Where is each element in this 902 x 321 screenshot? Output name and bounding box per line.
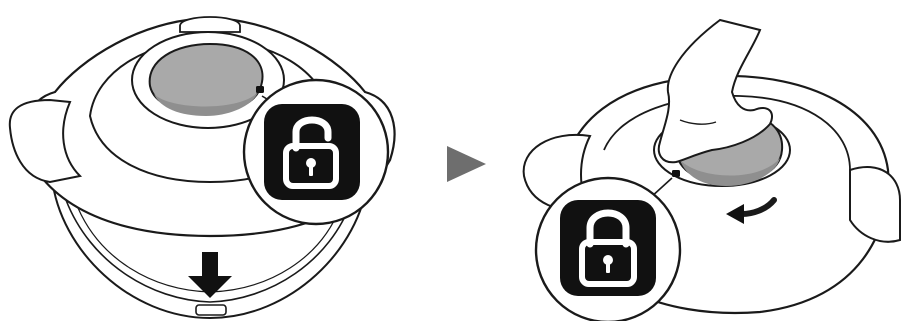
lid-handle-right <box>850 167 900 242</box>
pot-latch-left <box>196 305 226 315</box>
panel-step-2 <box>524 20 900 321</box>
lock-marker-left <box>256 86 264 93</box>
lid-top-knob-left <box>180 17 240 32</box>
triangle-right-icon <box>447 146 486 182</box>
lock-marker-right <box>672 170 680 177</box>
panel-step-1 <box>10 17 395 318</box>
